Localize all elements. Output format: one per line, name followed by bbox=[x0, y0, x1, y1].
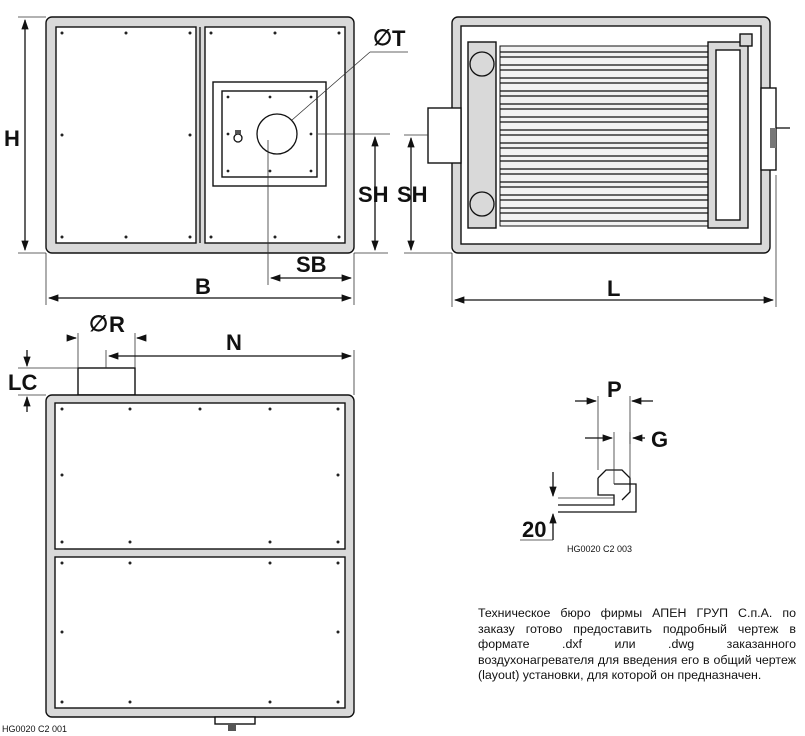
side-length-label: L bbox=[607, 276, 620, 301]
front-height-label: H bbox=[4, 126, 20, 151]
heat-exchanger-tubes bbox=[499, 45, 709, 227]
back-view-lower-panel bbox=[54, 556, 346, 709]
front-height-dimension bbox=[18, 16, 46, 254]
side-length-dimension bbox=[451, 175, 777, 307]
front-outlet-height-label: SH bbox=[358, 182, 389, 207]
flue-offset-dimension bbox=[105, 350, 355, 395]
flue-offset-label: N bbox=[226, 330, 242, 355]
detail-drawing-code: HG0020 C2 003 bbox=[567, 544, 632, 554]
flue-diameter-label: R bbox=[109, 312, 125, 337]
outlet-offset-label: SB bbox=[296, 252, 327, 277]
outlet-diameter-label: T bbox=[392, 26, 406, 51]
flue-height-label: LC bbox=[8, 370, 37, 395]
flue-stub bbox=[77, 367, 136, 396]
flange-gap-label: G bbox=[651, 427, 668, 452]
back-view bbox=[45, 367, 355, 731]
side-outlet-stub bbox=[427, 107, 462, 164]
outlet-offset-dimension bbox=[269, 253, 355, 285]
front-width-label: B bbox=[195, 274, 211, 299]
back-view-screws bbox=[60, 407, 340, 704]
flange-width-label: P bbox=[607, 377, 622, 402]
front-view-left-panel bbox=[55, 26, 197, 244]
side-outlet-height-label: SH bbox=[397, 182, 428, 207]
outlet-diameter-symbol: ∅ bbox=[373, 25, 392, 50]
flue-diameter-dimension bbox=[66, 333, 147, 368]
flue-diameter-symbol: ∅ bbox=[89, 311, 108, 336]
side-outlet-height-dimension bbox=[404, 134, 452, 254]
flange-detail bbox=[520, 396, 653, 541]
outlet-circle bbox=[256, 113, 298, 155]
main-drawing-code: HG0020 C2 001 bbox=[2, 724, 67, 734]
flange-step-label: 20 bbox=[522, 517, 546, 542]
outlet-flange-holes bbox=[226, 95, 313, 173]
front-outlet-height-dimension bbox=[354, 135, 388, 254]
flue-height-dimension bbox=[18, 350, 78, 412]
technical-note: Техническое бюро фирмы АПЕН ГРУП С.п.А. … bbox=[478, 606, 796, 682]
front-width-dimension bbox=[45, 253, 355, 305]
front-view-screws bbox=[60, 31, 341, 239]
side-view bbox=[427, 16, 790, 254]
back-view-upper-panel bbox=[54, 402, 346, 550]
front-view bbox=[45, 16, 408, 285]
